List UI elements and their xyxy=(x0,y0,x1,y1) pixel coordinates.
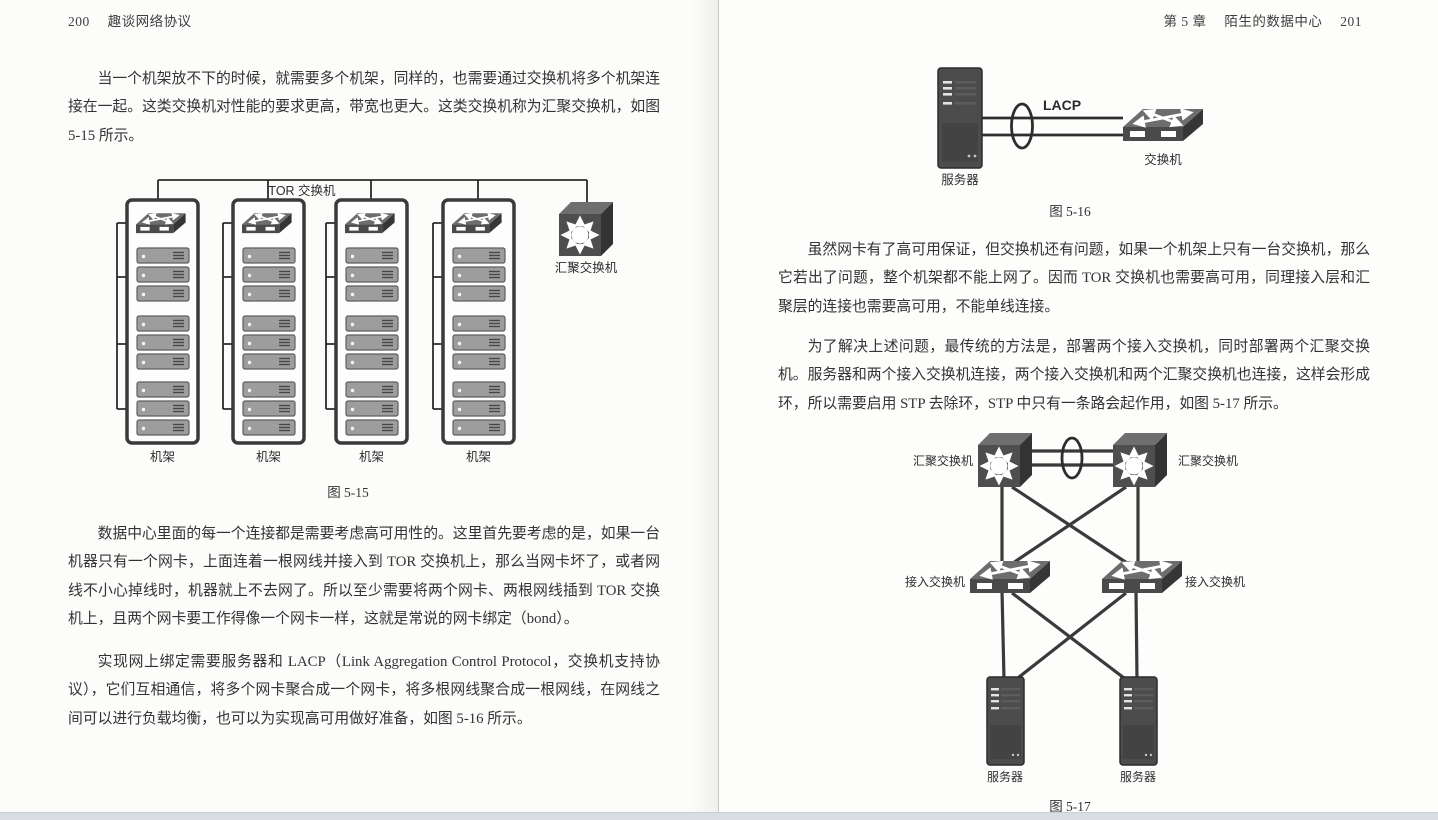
rack-servers xyxy=(136,247,190,436)
chapter-number: 第 5 章 xyxy=(1163,14,1207,29)
rack-3: 机架 xyxy=(325,198,409,464)
page-right: 第 5 章 陌生的数据中心 201 LACP 服务器 交换机 图 5-16 虽然… xyxy=(719,0,1438,814)
server-tower-icon xyxy=(937,67,983,169)
left-page-number: 200 xyxy=(68,14,90,29)
aggregation-switch-label: 汇聚交换机 xyxy=(1178,453,1238,468)
rack-label: 机架 xyxy=(359,450,384,464)
paragraph-lacp: 实现网上绑定需要服务器和 LACP（Link Aggregation Contr… xyxy=(68,654,660,727)
figure-5-15-caption: 图 5-15 xyxy=(327,485,369,500)
access-switch-icon xyxy=(970,561,1050,593)
paragraph-stp: 为了解决上述问题，最传统的方法是，部署两个接入交换机，同时部署两个汇聚交换机。服… xyxy=(778,339,1370,412)
lacp-bond-ellipse-icon xyxy=(1010,102,1034,150)
rack-label: 机架 xyxy=(150,450,175,464)
server-label: 服务器 xyxy=(1120,769,1156,784)
page-left: 200 趣谈网络协议 当一个机架放不下的时候，就需要多个机架，同样的，也需要通过… xyxy=(0,0,719,813)
aggregation-switch-label: 汇聚交换机 xyxy=(555,260,618,275)
server-label: 服务器 xyxy=(941,172,979,187)
rack-2: 机架 xyxy=(222,198,306,464)
figure-5-17: 汇聚交换机 汇聚交换机 接入交换机 接入交换机 服务器 服务器 xyxy=(905,425,1245,784)
switch-label: 交换机 xyxy=(1144,152,1182,167)
chapter-title: 陌生的数据中心 xyxy=(1224,14,1323,29)
figure-5-16-caption: 图 5-16 xyxy=(1049,204,1091,219)
lacp-label: LACP xyxy=(1043,97,1081,113)
figure-5-17-caption: 图 5-17 xyxy=(1049,799,1091,814)
figure-5-15: TOR 交换机 机架 xyxy=(116,179,618,464)
switch-icon xyxy=(1123,109,1203,141)
paragraph-high-availability: 数据中心里面的每一个连接都是需要考虑高可用性的。这里首先要考虑的是，如果一台机器… xyxy=(68,526,660,628)
rack-servers xyxy=(242,247,296,436)
aggregation-switch-icon xyxy=(978,433,1032,487)
access-switch-icon xyxy=(1102,561,1182,593)
mesh-link-lines xyxy=(1000,449,1140,683)
aggregation-switch-label: 汇聚交换机 xyxy=(913,453,973,468)
right-running-head: 第 5 章 陌生的数据中心 201 xyxy=(1164,10,1363,30)
tor-uplink-lines xyxy=(157,179,588,214)
left-running-head: 200 趣谈网络协议 xyxy=(68,10,192,30)
tor-switch-label: TOR 交换机 xyxy=(268,183,336,198)
access-switch-label: 接入交换机 xyxy=(905,574,965,589)
server-tower-icon xyxy=(1119,676,1158,766)
rack-servers xyxy=(345,247,399,436)
viewer-bottom-bar xyxy=(0,812,1438,820)
aggregation-switch-icon xyxy=(1113,433,1167,487)
server-label: 服务器 xyxy=(987,769,1023,784)
rack-1: 机架 xyxy=(116,198,200,464)
rack-label: 机架 xyxy=(256,450,281,464)
book-title: 趣谈网络协议 xyxy=(107,14,192,29)
aggregation-bond-ellipse-icon xyxy=(1060,436,1084,480)
paragraph-racks-aggregation: 当一个机架放不下的时候，就需要多个机架，同样的，也需要通过交换机将多个机架连接在… xyxy=(68,71,660,144)
access-switch-label: 接入交换机 xyxy=(1185,574,1245,589)
aggregation-switch-icon xyxy=(559,202,613,256)
rack-servers xyxy=(452,247,506,436)
right-page-number: 201 xyxy=(1340,14,1362,29)
paragraph-tor-availability: 虽然网卡有了高可用保证，但交换机还有问题，如果一个机架上只有一台交换机，那么它若… xyxy=(778,242,1370,315)
figure-5-16: LACP 服务器 交换机 xyxy=(937,67,1230,187)
rack-label: 机架 xyxy=(466,450,491,464)
rack-4: 机架 xyxy=(432,198,516,464)
server-tower-icon xyxy=(986,676,1025,766)
